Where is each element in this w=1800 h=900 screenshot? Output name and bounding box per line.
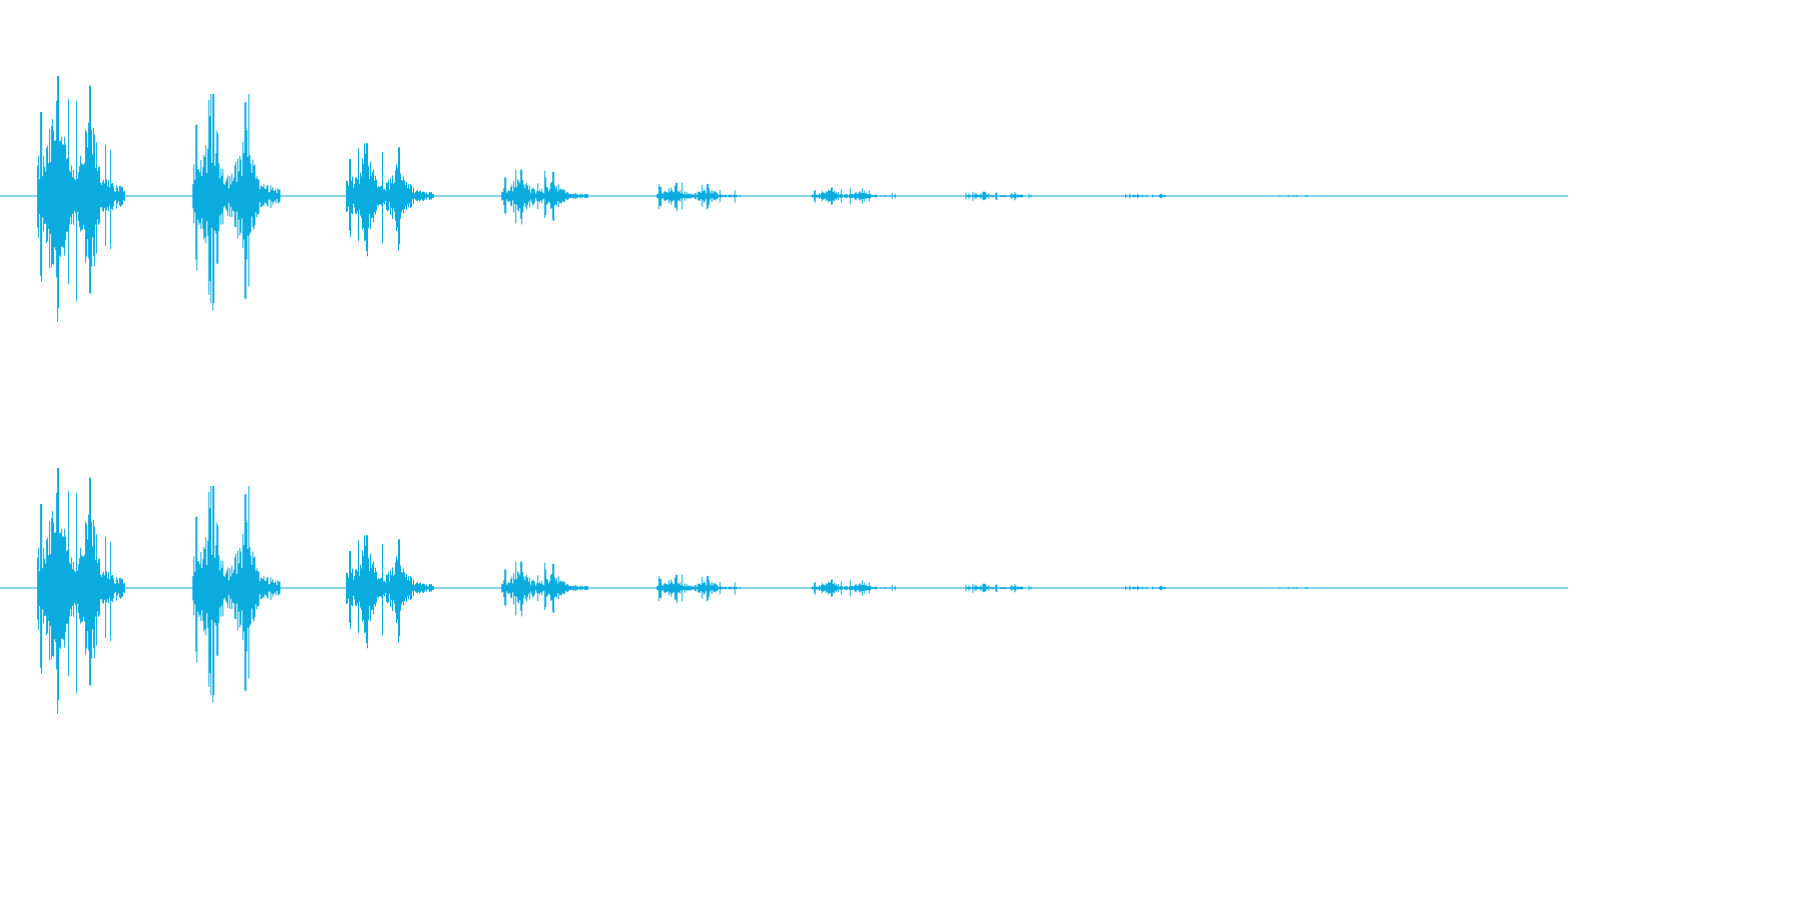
waveform-channel-left: [0, 76, 1568, 322]
waveform-burst-5: [656, 182, 742, 211]
waveform-channel-right: [0, 468, 1568, 714]
waveform-burst-1: [37, 76, 126, 322]
waveform-burst-8: [1122, 193, 1188, 199]
waveform-burst-3: [346, 143, 434, 257]
waveform-burst-4: [501, 169, 589, 225]
waveform-burst-2: [192, 94, 281, 311]
waveform-burst-1: [37, 468, 126, 714]
waveform-burst-5: [656, 574, 742, 603]
waveform-burst-4: [501, 561, 589, 617]
waveform-burst-2: [192, 486, 281, 703]
waveform-burst-3: [346, 535, 434, 649]
waveform-burst-6: [811, 579, 896, 597]
waveform-burst-9: [1277, 586, 1327, 590]
audio-waveform-display: [0, 76, 1568, 714]
waveform-burst-6: [811, 187, 896, 205]
waveform-burst-8: [1122, 585, 1188, 591]
waveform-burst-9: [1277, 194, 1327, 198]
waveform-canvas: [0, 76, 1568, 714]
waveform-burst-7: [965, 583, 1048, 593]
waveform-burst-7: [965, 191, 1048, 201]
